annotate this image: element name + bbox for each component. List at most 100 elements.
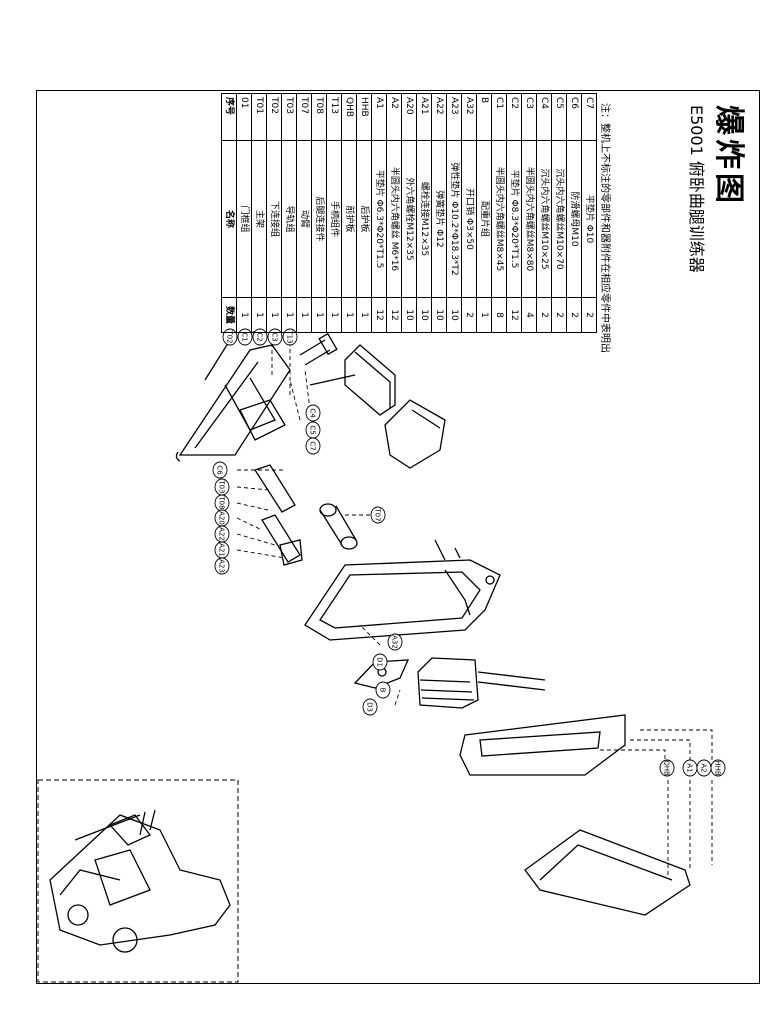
part-qty: 1: [281, 297, 297, 333]
callout-label: T13: [286, 329, 294, 343]
callout-d3: D3: [362, 698, 378, 716]
part-name: 开口销 Φ3×50: [461, 140, 477, 298]
callout-c7: C7: [305, 437, 321, 455]
part-code: B: [476, 93, 492, 141]
part-qty: 10: [416, 297, 432, 333]
callout-label: A20: [218, 511, 226, 525]
callout-label: T07: [374, 507, 382, 521]
part-name: 主架: [251, 140, 267, 298]
part-code: C4: [536, 93, 552, 141]
part-code: A2: [386, 93, 402, 141]
part-qty: 10: [446, 297, 462, 333]
part-code: C2: [506, 93, 522, 141]
callout-label: C6: [216, 465, 224, 475]
part-code: QHB: [341, 93, 357, 141]
part-name: 后腿连接件: [311, 140, 327, 298]
callout-label: T08: [218, 495, 226, 509]
part-code: C3: [521, 93, 537, 141]
part-name: 沉头内六角螺丝M10×25: [536, 140, 552, 298]
callout-label: D3: [366, 702, 374, 712]
part-code: A22: [431, 93, 447, 141]
part-name: 后护板: [356, 140, 372, 298]
callout-label: A2: [700, 763, 708, 772]
part-qty: 12: [506, 297, 522, 333]
part-qty: 1: [236, 297, 252, 333]
roller-pad: [319, 503, 358, 550]
part-name: 半圆头内六角螺丝M8×45: [491, 140, 507, 298]
drawing-title: 爆炸图: [711, 105, 746, 207]
part-code: A23: [446, 93, 462, 141]
callout-label: QHB: [663, 760, 671, 776]
part-name: 前护板: [341, 140, 357, 298]
table-header-row: 序号名称数量: [221, 93, 237, 333]
callout-c3: C3: [267, 328, 283, 346]
callout-label: T02: [226, 329, 234, 343]
part-qty: 2: [566, 297, 582, 333]
part-code: T03: [281, 93, 297, 141]
callout-c1: C1: [237, 328, 253, 346]
assembled-view: [49, 809, 231, 953]
drawing-note: 注：整机上不标注的零部件和器附件在相应零件中表明出: [599, 103, 610, 353]
part-name: 平垫片 Φ8.3*Φ20*T1.5: [506, 140, 522, 298]
callout-label: C1: [241, 332, 249, 341]
part-code: A20: [401, 93, 417, 141]
part-qty: 12: [371, 297, 387, 333]
part-qty: 2: [536, 297, 552, 333]
part-name: 平垫片 Φ6.3*Φ20*T1.5: [371, 140, 387, 298]
part-code: T13: [326, 93, 342, 141]
callout-c4: C4: [305, 404, 321, 422]
part-name: 导轨组: [281, 140, 297, 298]
part-qty: 1: [476, 297, 492, 333]
header-code: 序号: [221, 93, 237, 141]
callout-c6: C6: [212, 461, 228, 479]
part-name: 半圆头内六角螺丝M8×80: [521, 140, 537, 298]
part-code: T01: [251, 93, 267, 141]
header-name: 名称: [221, 140, 237, 298]
rear-shroud: [524, 829, 691, 916]
part-name: 螺栓连接M12×35: [416, 140, 432, 298]
part-code: C1: [491, 93, 507, 141]
part-code: A21: [416, 93, 432, 141]
callout-label: T03: [218, 479, 226, 493]
callout-label: C7: [309, 441, 317, 450]
part-code: C7: [581, 93, 597, 141]
part-name: 弹簧垫片 Φ12: [431, 140, 447, 298]
callout-label: C5: [309, 425, 317, 434]
header-qty: 数量: [221, 297, 237, 333]
seat-pad-lower: [384, 399, 446, 469]
part-qty: 12: [386, 297, 402, 333]
part-qty: 2: [551, 297, 567, 333]
part-name: 外六角螺栓M12×35: [401, 140, 417, 298]
callout-t02: T02: [222, 328, 238, 346]
part-name: 平垫片 Φ10: [581, 140, 597, 298]
callout-a32: A32: [387, 633, 403, 651]
callout-a22: A22: [214, 525, 230, 543]
part-qty: 1: [266, 297, 282, 333]
part-qty: 4: [521, 297, 537, 333]
part-code: C5: [551, 93, 567, 141]
part-qty: 1: [311, 297, 327, 333]
callout-c2: C2: [252, 328, 268, 346]
part-code: T08: [311, 93, 327, 141]
part-qty: 8: [491, 297, 507, 333]
title-and-parts-block: 爆炸图 E5001 俯卧曲腿训练器 注：整机上不标注的零部件和器附件在相应零件中…: [37, 93, 762, 982]
callout-a20: A20: [214, 509, 230, 527]
title-box: 爆炸图 E5001 俯卧曲腿训练器: [662, 93, 762, 982]
callout-hhb: HHB: [710, 759, 726, 777]
part-qty: 1: [356, 297, 372, 333]
callout-label: A22: [218, 527, 226, 541]
